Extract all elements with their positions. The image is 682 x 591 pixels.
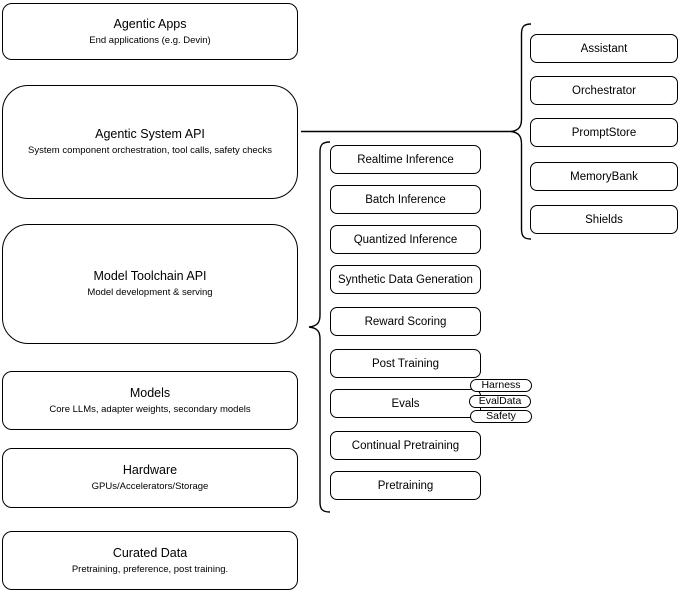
tag-evaldata: EvalData — [469, 395, 531, 408]
node-title: Models — [129, 385, 171, 400]
node-subtitle: Model development & serving — [87, 287, 213, 298]
node-label: Synthetic Data Generation — [338, 273, 473, 286]
tag-label: Harness — [481, 379, 521, 391]
node-subtitle: System component orchestration, tool cal… — [28, 145, 272, 156]
node-synthetic-data-generation: Synthetic Data Generation — [330, 265, 481, 294]
node-label: PromptStore — [571, 126, 637, 139]
node-title: Agentic System API — [95, 127, 205, 141]
node-label: Reward Scoring — [364, 315, 447, 328]
node-label: Post Training — [371, 357, 440, 370]
tag-safety: Safety — [470, 410, 532, 423]
node-orchestrator: Orchestrator — [530, 76, 678, 105]
toolchain-brace — [308, 141, 331, 513]
node-continual-pretraining: Continual Pretraining — [330, 431, 481, 460]
node-agentic-system-api: Agentic System API System component orch… — [2, 85, 298, 199]
node-batch-inference: Batch Inference — [330, 185, 481, 214]
node-label: Continual Pretraining — [351, 439, 460, 452]
node-title: Model Toolchain API — [93, 269, 207, 283]
node-label: MemoryBank — [570, 170, 638, 183]
tag-label: Safety — [486, 410, 516, 422]
node-quantized-inference: Quantized Inference — [330, 225, 481, 254]
node-agentic-apps: Agentic Apps End applications (e.g. Devi… — [2, 3, 298, 60]
node-label: Evals — [391, 397, 420, 410]
node-realtime-inference: Realtime Inference — [330, 145, 481, 174]
node-label: Shields — [585, 213, 623, 226]
node-label: Assistant — [580, 42, 628, 55]
node-evals: Evals — [330, 389, 481, 418]
node-model-toolchain-api: Model Toolchain API Model development & … — [2, 224, 298, 344]
tag-harness: Harness — [470, 379, 532, 392]
node-subtitle: Core LLMs, adapter weights, secondary mo… — [49, 403, 251, 415]
node-title: Curated Data — [112, 545, 188, 560]
tag-label: EvalData — [478, 395, 522, 407]
node-label: Quantized Inference — [353, 233, 458, 246]
node-subtitle: End applications (e.g. Devin) — [89, 34, 211, 46]
node-label: Pretraining — [377, 479, 434, 492]
node-title: Agentic Apps — [113, 16, 187, 31]
node-label: Orchestrator — [572, 84, 636, 97]
node-curated-data: Curated Data Pretraining, preference, po… — [2, 531, 298, 590]
node-shields: Shields — [530, 205, 678, 234]
node-hardware: Hardware GPUs/Accelerators/Storage — [2, 448, 298, 508]
node-reward-scoring: Reward Scoring — [330, 307, 481, 336]
system-components-brace — [510, 23, 532, 240]
node-subtitle: Pretraining, preference, post training. — [71, 563, 229, 575]
node-promptstore: PromptStore — [530, 118, 678, 147]
node-memorybank: MemoryBank — [530, 162, 678, 191]
node-label: Realtime Inference — [357, 153, 454, 166]
node-title: Hardware — [122, 463, 178, 477]
node-subtitle: GPUs/Accelerators/Storage — [91, 481, 209, 492]
node-label: Batch Inference — [365, 193, 446, 206]
node-post-training: Post Training — [330, 349, 481, 378]
node-pretraining: Pretraining — [330, 471, 481, 500]
node-models: Models Core LLMs, adapter weights, secon… — [2, 371, 298, 430]
node-assistant: Assistant — [530, 34, 678, 63]
